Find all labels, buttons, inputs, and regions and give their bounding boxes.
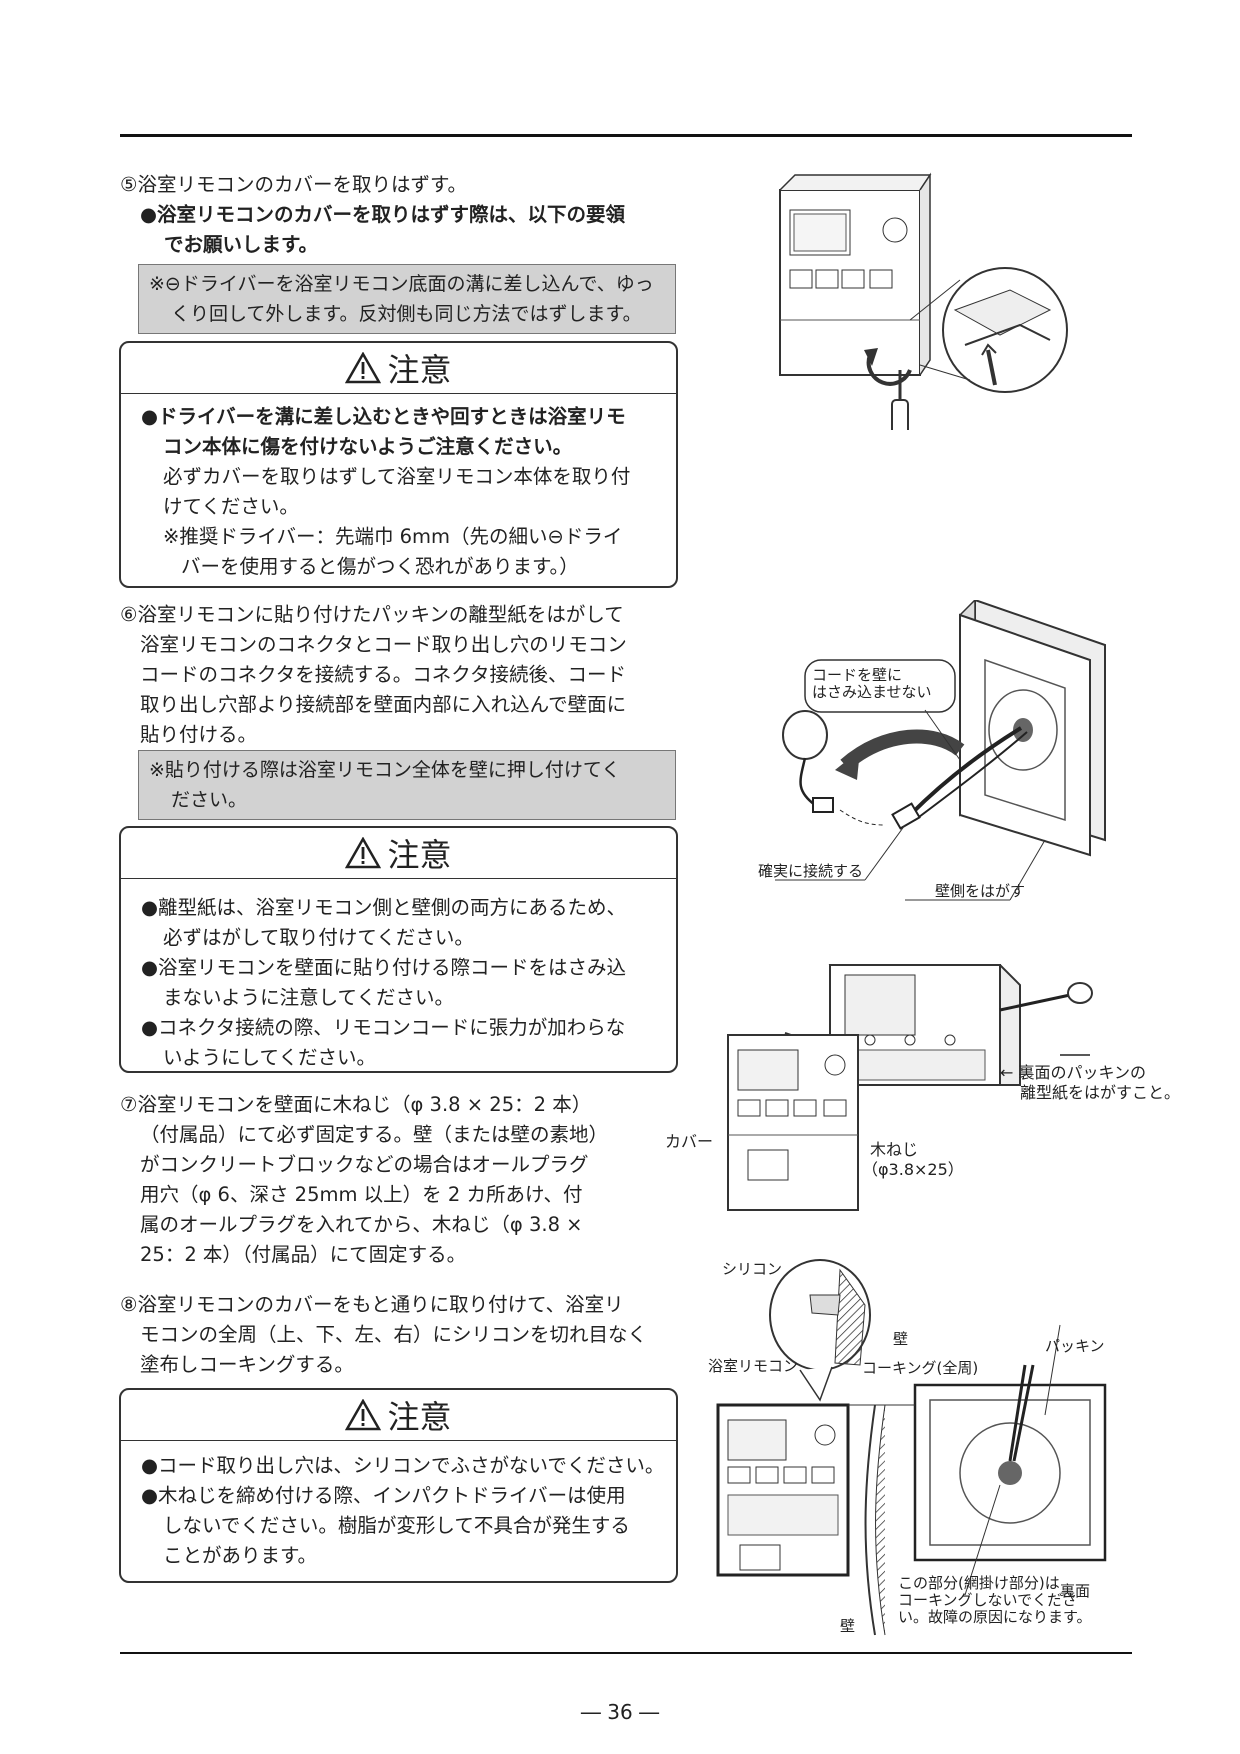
caution-box-1: 注意 ●ドライバーを溝に差し込むときや回すときは浴室リモ コン本体に傷を付けない… (119, 341, 678, 588)
cover-removal-illustration (779, 172, 1068, 430)
step6-line-5: 貼り付ける。 (140, 723, 258, 746)
caution2-line-2: 必ずはがして取り付けてください。 (163, 926, 474, 949)
no-caulk-line-2: コーキングしないでくださ (898, 1591, 1078, 1609)
wood-screw-line-2: （φ3.8×25） (862, 1160, 964, 1179)
step5-bold-1: ●浴室リモコンのカバーを取りはずす際は、以下の要領 (140, 203, 626, 226)
step6-text: ⑥浴室リモコンに貼り付けたパッキンの離型紙をはがして 浴室リモコンのコネクタとコ… (120, 600, 627, 750)
no-pinch-line-1: コードを壁に (812, 666, 903, 684)
bathroom-remote-label: 浴室リモコン (708, 1357, 799, 1375)
connector-wall-illustration (775, 600, 1106, 901)
wall-label-bottom: 壁 (840, 1617, 856, 1635)
wood-screw-label: 木ねじ （φ3.8×25） (862, 1140, 964, 1180)
step8-text: ⑧浴室リモコンのカバーをもと通りに取り付けて、浴室リ モコンの全周（上、下、左、… (120, 1290, 647, 1380)
step8-line-2: モコンの全周（上、下、左、右）にシリコンを切れ目なく (140, 1323, 648, 1346)
caution1-note-2: バーを使用すると傷がつく恐れがあります。） (181, 555, 579, 578)
caution-box-2: 注意 ●離型紙は、浴室リモコン側と壁側の両方にあるため、 必ずはがして取り付けて… (119, 826, 678, 1073)
caution-header-1: 注意 (121, 343, 676, 394)
caution1-note-1: ※推奨ドライバー：先端巾 6mm（先の細い⊖ドライ (163, 525, 623, 548)
packing-release-note: ← 裏面のパッキンの 離型紙をはがすこと。 (1000, 1063, 1180, 1103)
step7-line-5: 属のオールプラグを入れてから、木ねじ（φ 3.8 × (140, 1213, 583, 1236)
step6-note-2: ださい。 (171, 789, 248, 811)
step7-line-1: ⑦浴室リモコンを壁面に木ねじ（φ 3.8 × 25：2 本） (120, 1093, 592, 1116)
no-pinch-line-2: はさみ込ませない (812, 683, 932, 701)
no-caulk-line-3: い。故障の原因になります。 (898, 1608, 1092, 1626)
connect-label: 確実に接続する (758, 862, 864, 880)
step6-note: ※貼り付ける際は浴室リモコン全体を壁に押し付けてく ださい。 (138, 750, 676, 820)
page-number: ― 36 ― (580, 1700, 660, 1724)
step7-line-6: 25：2 本）（付属品）にて固定する。 (140, 1243, 467, 1266)
no-pinch-callout: コードを壁に はさみ込ませない (812, 667, 932, 701)
packing-label: パッキン (1045, 1337, 1105, 1355)
step6-note-1: ※貼り付ける際は浴室リモコン全体を壁に押し付けてく (149, 759, 621, 781)
caulking-illustration (716, 1259, 1107, 1636)
top-rule (120, 134, 1132, 137)
caution-header-3: 注意 (121, 1390, 676, 1441)
warning-triangle-icon (345, 837, 382, 869)
step5-note: ※⊖ドライバーを浴室リモコン底面の溝に差し込んで、ゆっ くり回して外します。反対… (138, 264, 676, 334)
caution2-line-1: ●離型紙は、浴室リモコン側と壁側の両方にあるため、 (141, 896, 627, 919)
caution1-bold-2: コン本体に傷を付けないようご注意ください。 (163, 435, 573, 458)
packing-note-line-2: 離型紙をはがすこと。 (1020, 1083, 1181, 1102)
step6-line-1: ⑥浴室リモコンに貼り付けたパッキンの離型紙をはがして (120, 603, 624, 626)
step7-line-4: 用穴（φ 6、深さ 25mm 以上）を 2 カ所あけ、付 (140, 1183, 583, 1206)
caution-title-1: 注意 (387, 351, 452, 389)
caution-box-3: 注意 ●コード取り出し穴は、シリコンでふさがないでください。 ●木ねじを締め付け… (119, 1388, 678, 1583)
warning-triangle-icon (345, 352, 382, 384)
caution-title-2: 注意 (387, 836, 452, 874)
caution3-line-4: ことがあります。 (163, 1544, 318, 1567)
silicone-label: シリコン (722, 1260, 783, 1278)
warning-triangle-icon (345, 1399, 382, 1431)
step5-note-2: くり回して外します。反対側も同じ方法ではずします。 (171, 303, 642, 325)
step5-title: ⑤浴室リモコンのカバーを取りはずす。 (120, 173, 468, 196)
bottom-rule (120, 1652, 1132, 1654)
caution2-line-4: まないように注意してください。 (163, 986, 454, 1009)
step5-text: ⑤浴室リモコンのカバーを取りはずす。 ●浴室リモコンのカバーを取りはずす際は、以… (120, 170, 625, 260)
no-caulk-warning: この部分(網掛け部分)は コーキングしないでくださ い。故障の原因になります。 (898, 1575, 1092, 1626)
caution1-line-2: けてください。 (163, 495, 299, 518)
step5-note-1: ※⊖ドライバーを浴室リモコン底面の溝に差し込んで、ゆっ (149, 273, 654, 295)
step8-line-3: 塗布しコーキングする。 (140, 1353, 354, 1376)
caution-header-2: 注意 (121, 828, 676, 879)
step7-line-2: （付属品）にて必ず固定する。壁（または壁の素地） (140, 1123, 609, 1146)
step7-text: ⑦浴室リモコンを壁面に木ねじ（φ 3.8 × 25：2 本） （付属品）にて必ず… (120, 1090, 608, 1270)
screw-fixing-illustration (727, 964, 1093, 1211)
packing-note-line-1: ← 裏面のパッキンの (1000, 1063, 1147, 1082)
caution1-bold-1: ●ドライバーを溝に差し込むときや回すときは浴室リモ (141, 405, 626, 428)
step6-line-3: コードのコネクタを接続する。コネクタ接続後、コード (140, 663, 626, 686)
caulking-all-round-label: コーキング(全周) (862, 1359, 979, 1377)
caution1-line-1: 必ずカバーを取りはずして浴室リモコン本体を取り付 (163, 465, 631, 488)
caution3-line-3: しないでください。樹脂が変形して不具合が発生する (163, 1514, 630, 1537)
wood-screw-line-1: 木ねじ (870, 1140, 919, 1159)
peel-wall-side-label: 壁側をはがす (935, 882, 1026, 900)
caution3-line-2: ●木ねじを締め付ける際、インパクトドライバーは使用 (141, 1484, 626, 1507)
caution-title-3: 注意 (387, 1398, 452, 1436)
wall-label-top: 壁 (893, 1330, 909, 1348)
step6-line-2: 浴室リモコンのコネクタとコード取り出し穴のリモコン (140, 633, 627, 656)
step5-bold-2: でお願いします。 (164, 233, 319, 256)
caution2-line-6: いようにしてください。 (163, 1046, 376, 1069)
step6-line-4: 取り出し穴部より接続部を壁面内部に入れ込んで壁面に (140, 693, 627, 716)
no-caulk-line-1: この部分(網掛け部分)は (898, 1574, 1060, 1592)
back-side-label: 裏面 (1060, 1582, 1091, 1600)
caution2-line-3: ●浴室リモコンを壁面に貼り付ける際コードをはさみ込 (141, 956, 627, 979)
step8-line-1: ⑧浴室リモコンのカバーをもと通りに取り付けて、浴室リ (120, 1293, 624, 1316)
caution2-line-5: ●コネクタ接続の際、リモコンコードに張力が加わらな (141, 1016, 626, 1039)
step7-line-3: がコンクリートブロックなどの場合はオールプラグ (140, 1153, 589, 1176)
caution3-line-1: ●コード取り出し穴は、シリコンでふさがないでください。 (141, 1454, 665, 1477)
cover-label: カバー (665, 1132, 714, 1151)
